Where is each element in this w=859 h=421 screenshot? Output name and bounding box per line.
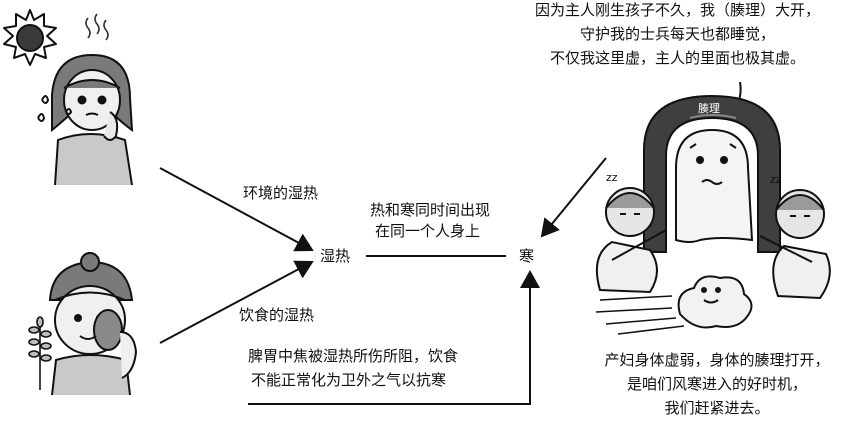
heat-cold-text-line2: 在同一个人身上 <box>375 222 481 240</box>
cold-wind-cloud-icon <box>595 275 753 335</box>
wheat-stalk-icon <box>28 316 52 390</box>
arrow-spleen-to-cold <box>248 270 540 405</box>
arrow-diet-to-damp-heat <box>159 260 314 344</box>
spleen-stomach-text-line2: 不能正常化为卫外之气以抗寒 <box>251 371 447 389</box>
damp-heat-node: 湿热 <box>320 247 351 265</box>
heat-cold-text-line1: 热和寒同时间出现 <box>370 201 491 219</box>
eating-woman-figure <box>48 252 138 396</box>
cou-li-gate-label: 腠理 <box>698 102 720 115</box>
bottom-speech-line2: 是咱们风寒进入的好时机， <box>626 375 807 393</box>
sun-icon <box>3 9 57 66</box>
sleep-mark-right: zz <box>770 173 782 186</box>
bottom-speech-line3: 我们赶紧进去。 <box>664 399 770 417</box>
bottom-speech-line1: 产妇身体虚弱，身体的腠理打开， <box>604 351 830 369</box>
cou-li-gate-figure <box>643 94 781 253</box>
sleeping-soldier-left <box>596 187 667 294</box>
top-speech-line1: 因为主人刚生孩子不久，我（腠理）大开， <box>534 1 820 19</box>
arrow-environment-to-damp-heat <box>159 167 314 252</box>
sleeping-soldier-right <box>759 189 831 300</box>
arrow-gate-to-cold <box>540 157 607 238</box>
diet-damp-heat-label: 饮食的湿热 <box>239 306 315 324</box>
top-speech-line2: 守护我的士兵每天也都睡觉， <box>579 25 775 43</box>
heat-waves-icon <box>85 13 109 41</box>
cold-node: 寒 <box>519 247 535 265</box>
sleep-mark-left: zz <box>606 171 618 184</box>
environment-damp-heat-label: 环境的湿热 <box>243 184 319 202</box>
spleen-stomach-text-line1: 脾胃中焦被湿热所伤所阻，饮食 <box>248 347 459 365</box>
top-speech-line3: 不仅我这里虚，主人的里面也极其虚。 <box>549 49 805 67</box>
sweating-woman-figure <box>37 53 134 186</box>
